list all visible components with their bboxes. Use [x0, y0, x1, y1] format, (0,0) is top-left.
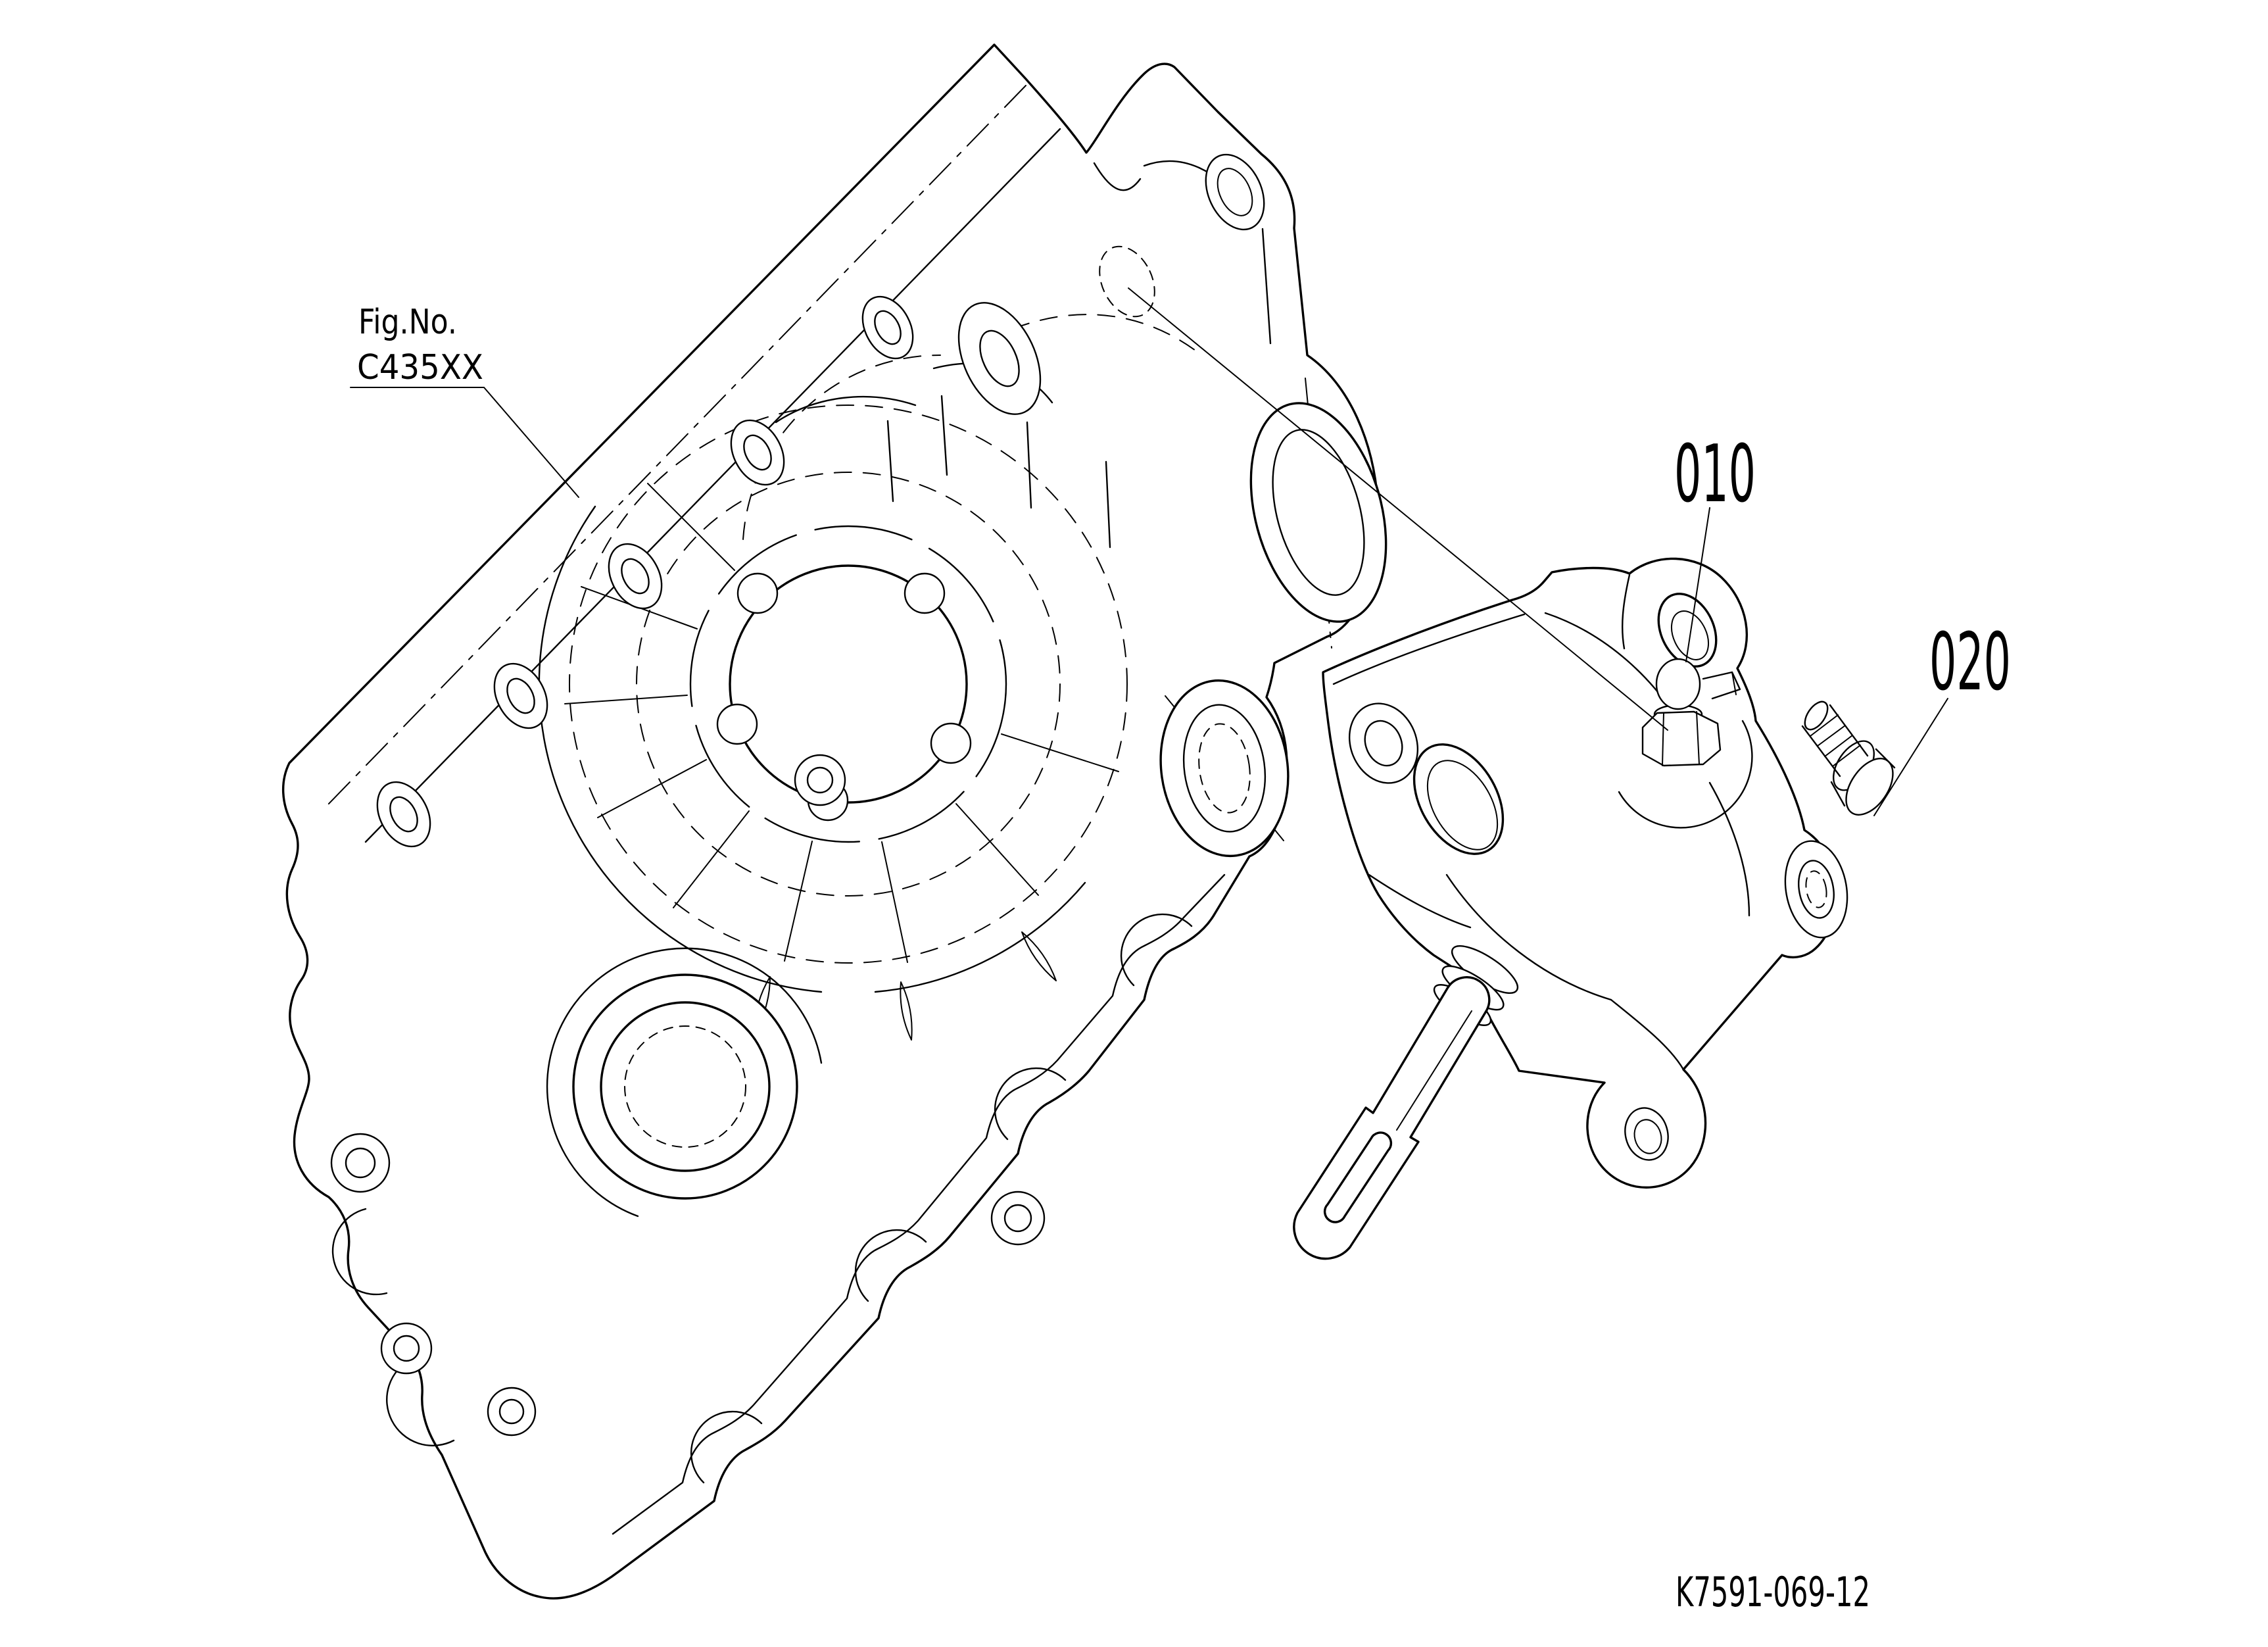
- hub-ring: [689, 525, 1007, 843]
- stud-hex-facet: [1662, 712, 1664, 766]
- web-line: [1026, 421, 1032, 509]
- hidden-arc: [742, 354, 941, 540]
- web-line: [1105, 460, 1111, 549]
- bracket-corner-hole: [1364, 720, 1403, 767]
- web-line: [886, 420, 894, 503]
- rim-foot-arc: [331, 1208, 388, 1296]
- bracket-crease: [1368, 873, 1472, 929]
- bolt-shank-edge: [1829, 704, 1869, 757]
- stud-clip: [1702, 671, 1741, 700]
- callout-010[interactable]: 010: [1674, 429, 1756, 520]
- bolt-tip: [1804, 701, 1829, 731]
- bolt-holes: [330, 153, 1265, 1437]
- bolt-threads: [1810, 714, 1861, 767]
- rim-foot-arc: [994, 1067, 1067, 1141]
- bracket-lug-hole-inner: [1670, 610, 1710, 660]
- rim-rib: [900, 981, 913, 1041]
- stud-dome: [1655, 658, 1701, 710]
- bracket-crease: [1622, 574, 1631, 650]
- hidden-arc: [1012, 314, 1204, 357]
- housing-right-inner-edge: [1261, 228, 1272, 345]
- right-boss-thread: [1805, 870, 1827, 908]
- right-boss-hole: [1798, 860, 1835, 919]
- drawing-number: K7591-069-12: [1676, 1568, 1870, 1616]
- bracket-oval-opening: [1412, 743, 1505, 855]
- rim-step-arc: [538, 505, 823, 993]
- bracket-oval-counterbore: [1426, 760, 1499, 850]
- bolt-head-edge: [1830, 781, 1846, 807]
- gear-case-housing-drawing: [282, 43, 1387, 1600]
- bolt-circle-hidden: [636, 472, 1061, 897]
- housing-to-bracket-line: [1128, 287, 1668, 731]
- bracket-crease: [1708, 781, 1750, 917]
- bracket-crease: [1610, 998, 1685, 1071]
- figure-reference-label: Fig.No.: [358, 303, 457, 342]
- leader-line-020: [1873, 698, 1948, 816]
- housing-flange-centerline: [327, 85, 1026, 806]
- bracket-corner-boss: [1348, 702, 1419, 784]
- housing-outline: [282, 43, 1380, 1600]
- figure-reference-number: C435XX: [357, 348, 483, 387]
- web-line: [940, 395, 948, 476]
- rim-foot-arc: [386, 1358, 455, 1446]
- rim-foot-arc: [1120, 913, 1193, 987]
- rim-foot-arc: [854, 1229, 927, 1302]
- bracket-lug-hole: [1657, 593, 1718, 668]
- mid-right-bore: [1159, 679, 1290, 858]
- leader-line-fig-no: [350, 387, 579, 498]
- gear-circle-hidden: [569, 405, 1128, 964]
- rim-rib: [1021, 931, 1057, 981]
- housing-inner-flange: [364, 128, 1061, 843]
- rim-step-arc: [874, 881, 1086, 993]
- bracket-assembly-drawing: [1293, 557, 1848, 1260]
- stud-boss-arc: [1618, 720, 1753, 829]
- lower-lobe-hole: [1624, 1107, 1669, 1161]
- central-opening: [716, 564, 972, 822]
- bracket-crease: [1445, 873, 1612, 1001]
- stud-hex-facet: [1696, 711, 1700, 765]
- upper-right-bore: [1249, 378, 1387, 649]
- housing-top-notch: [1093, 162, 1142, 191]
- lower-lobe-hole-inner: [1633, 1119, 1662, 1154]
- lower-bore: [546, 947, 823, 1217]
- bracket-crease: [1332, 613, 1526, 685]
- bolt-drawing: [1801, 701, 1896, 816]
- rim-foot-arc: [690, 1410, 763, 1484]
- web-line: [775, 395, 917, 424]
- pump-shaft: [1293, 945, 1519, 1260]
- leader-line-010: [1685, 507, 1710, 662]
- housing-inner-rim: [612, 873, 1226, 1535]
- bolt-head-edge: [1875, 748, 1896, 769]
- bracket-outline: [1322, 557, 1837, 1189]
- radial-ribs: [564, 483, 1119, 963]
- bolt-shank-edge: [1801, 725, 1841, 777]
- stud-clip-edge: [1731, 672, 1737, 695]
- callout-020[interactable]: 020: [1929, 617, 2011, 708]
